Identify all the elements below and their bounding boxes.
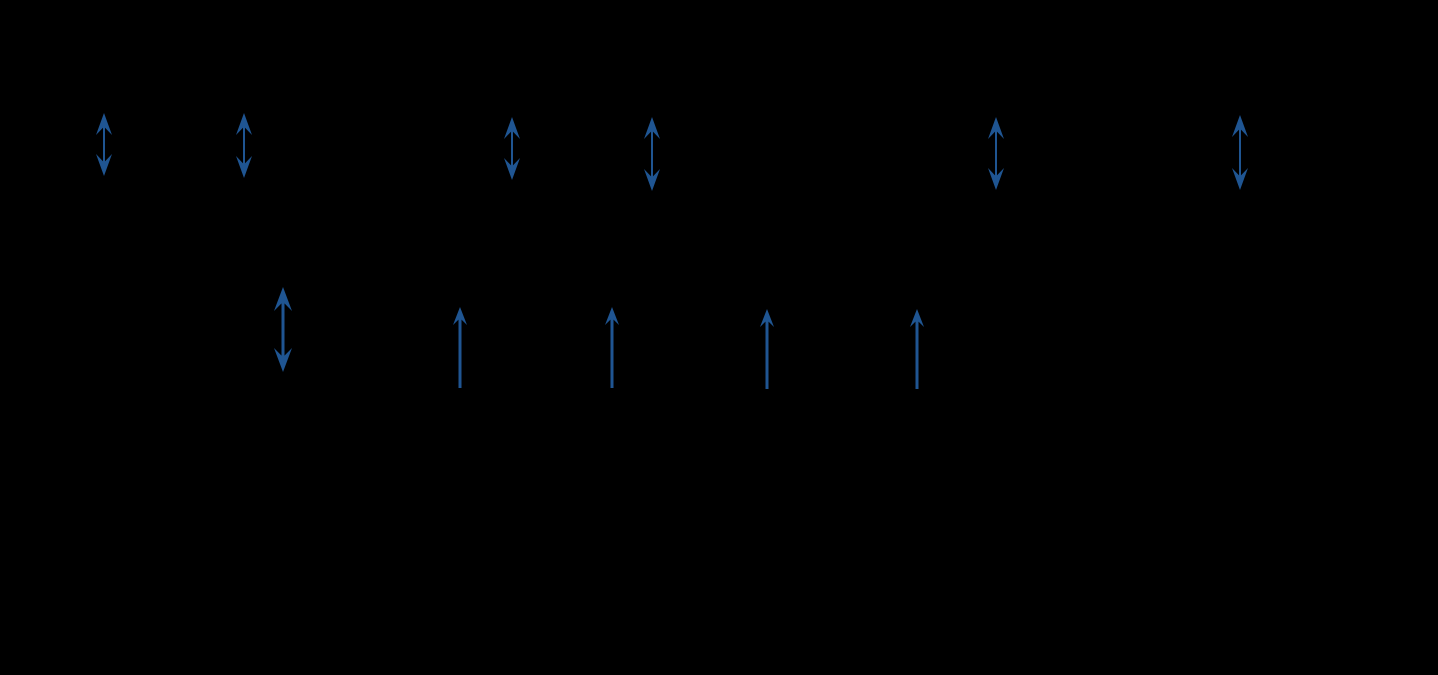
- arrow-up-icon: [760, 309, 774, 389]
- arrow-head-up: [96, 113, 112, 135]
- double-arrow-vertical-icon: [236, 113, 252, 178]
- double-arrow-vertical-icon: [1232, 115, 1248, 190]
- double-arrow-vertical-icon: [96, 113, 112, 176]
- arrow-head-down: [504, 158, 520, 180]
- arrow-head-up: [644, 117, 660, 139]
- double-arrow-vertical-icon: [274, 287, 292, 372]
- arrow-head-down: [988, 168, 1004, 190]
- arrow-head-down: [644, 169, 660, 191]
- arrow-head-up: [236, 113, 252, 135]
- arrow-head-down: [1232, 168, 1248, 190]
- arrow-head-down: [96, 154, 112, 176]
- arrow-head-up: [453, 307, 467, 325]
- arrow-head-up: [504, 117, 520, 139]
- arrow-up-icon: [453, 307, 467, 388]
- arrow-head-down: [236, 156, 252, 178]
- arrow-up-icon: [910, 309, 924, 389]
- arrow-up-icon: [605, 307, 619, 388]
- arrow-row-bottom: [274, 287, 924, 389]
- double-arrow-vertical-icon: [988, 117, 1004, 190]
- arrow-head-up: [1232, 115, 1248, 137]
- arrow-head-down: [274, 348, 292, 372]
- arrow-row-top: [96, 113, 1248, 191]
- arrow-head-up: [274, 287, 292, 311]
- double-arrow-vertical-icon: [504, 117, 520, 180]
- arrow-head-up: [988, 117, 1004, 139]
- arrow-head-up: [605, 307, 619, 325]
- arrow-head-up: [910, 309, 924, 327]
- double-arrow-vertical-icon: [644, 117, 660, 191]
- arrow-head-up: [760, 309, 774, 327]
